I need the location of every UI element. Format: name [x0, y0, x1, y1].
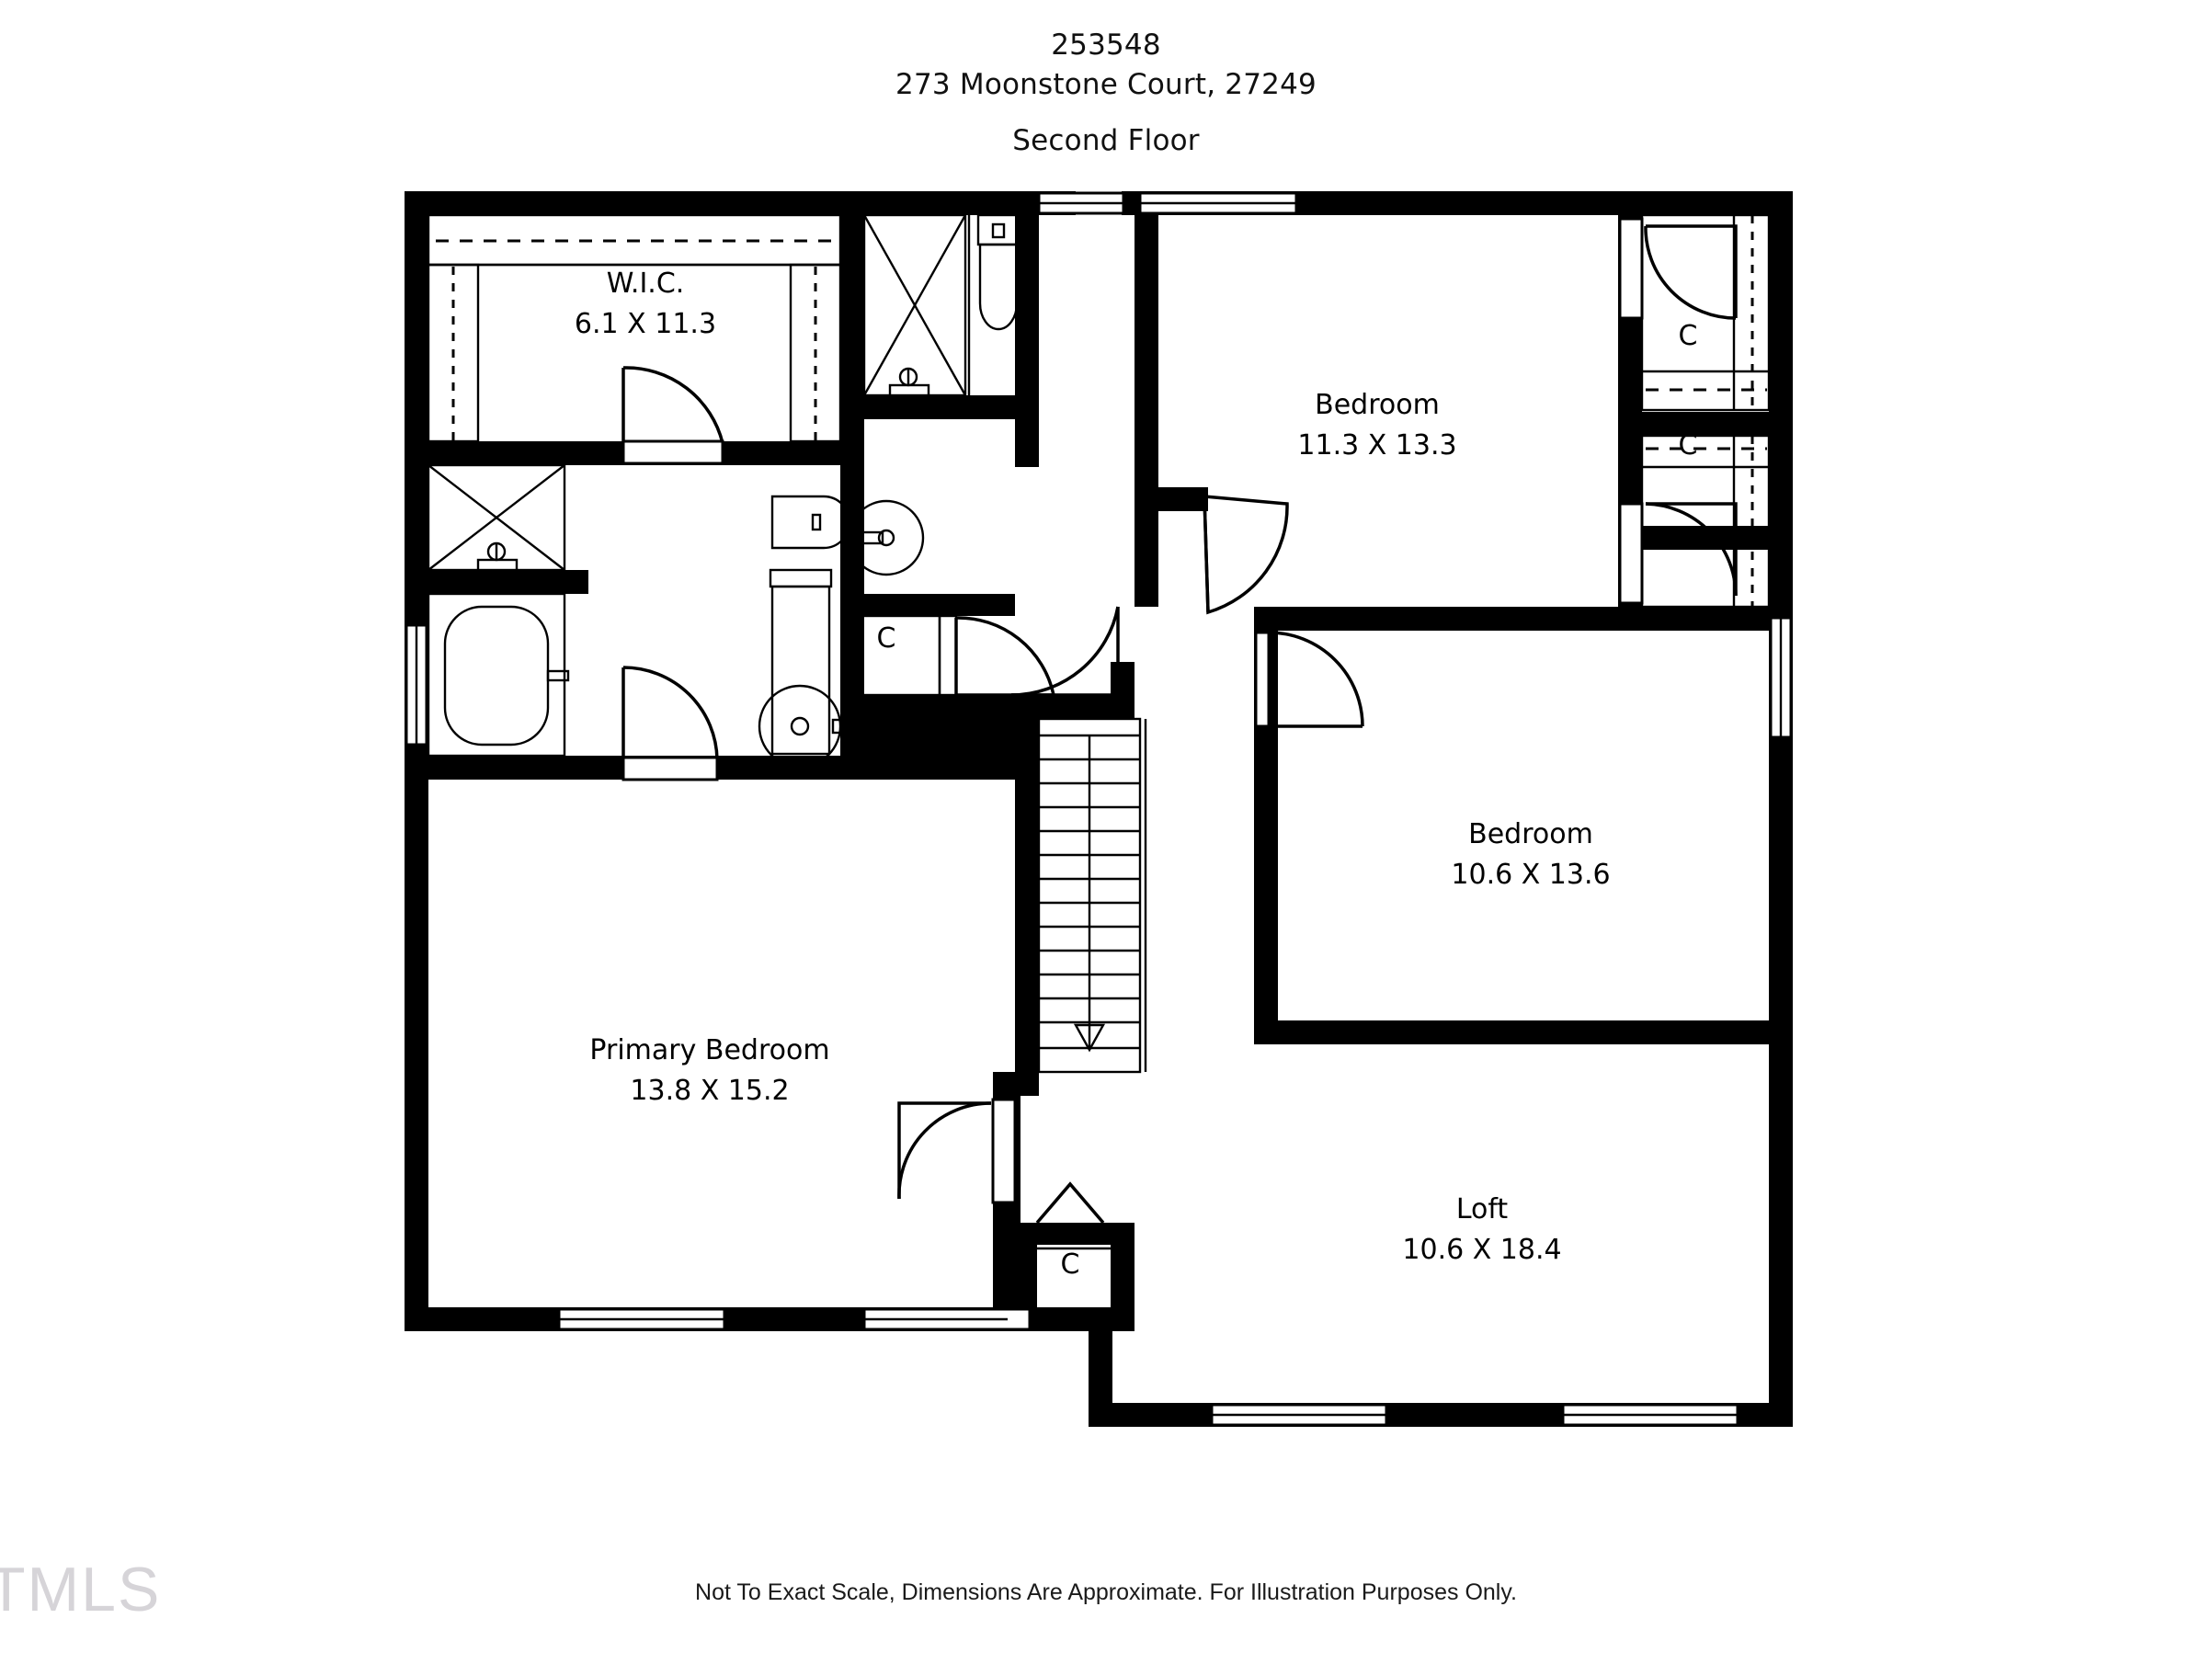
sink-vanity-a [758, 495, 862, 769]
page-header: 253548 273 Moonstone Court, 27249 Second… [0, 26, 2212, 160]
windows [405, 191, 1793, 1427]
room-dim-loft: 10.6 X 18.4 [1402, 1234, 1561, 1266]
toilet-upper [976, 213, 1020, 331]
door-primary-bath [621, 666, 719, 781]
room-name-primary-bedroom: Primary Bedroom [589, 1034, 829, 1066]
door-wic [621, 366, 724, 465]
bathtub [427, 592, 570, 758]
closet-primary-hall [1035, 1181, 1111, 1250]
closet-label-upper-right: C [1679, 320, 1698, 352]
disclaimer-text: Not To Exact Scale, Dimensions Are Appro… [695, 1579, 1517, 1605]
closet-label-lower-right: C [1679, 429, 1698, 462]
hall-closet [859, 614, 958, 697]
room-dim-wic: 6.1 X 11.3 [575, 308, 716, 340]
room-dim-bedroom-2: 11.3 X 13.3 [1297, 429, 1456, 462]
door-bedroom-3 [1254, 631, 1364, 728]
room-name-loft: Loft [1456, 1193, 1509, 1225]
room-dim-primary-bedroom: 13.8 X 15.2 [630, 1075, 789, 1107]
room-name-bedroom-3: Bedroom [1468, 818, 1593, 850]
tmls-watermark: TMLS [0, 1555, 162, 1624]
shower-upper [862, 213, 971, 398]
room-dim-bedroom-3: 10.6 X 13.6 [1451, 859, 1610, 891]
door-bedroom-2 [1203, 495, 1289, 615]
closet-upper-right [1618, 213, 1771, 412]
room-name-wic: W.I.C. [607, 268, 685, 300]
staircase[interactable] [1037, 717, 1147, 1074]
mls-number: 253548 [1051, 28, 1161, 62]
closet-label-primary-hall: C [1061, 1248, 1080, 1281]
closet-labels: C C C C [877, 320, 1698, 1281]
room-name-bedroom-2: Bedroom [1315, 389, 1440, 421]
door-primary-bedroom [897, 1098, 1017, 1204]
property-address: 273 Moonstone Court, 27249 [895, 67, 1317, 101]
shower-lower [427, 463, 566, 573]
closet-lower-right [1618, 434, 1771, 609]
sink-vanity-b [848, 499, 925, 576]
room-labels: W.I.C. 6.1 X 11.3 Bedroom 11.3 X 13.3 Be… [575, 268, 1611, 1266]
closet-label-hall: C [877, 622, 896, 655]
floor-label: Second Floor [1012, 123, 1200, 157]
door-hall [1010, 606, 1120, 697]
walls [405, 191, 1793, 1427]
door-bath-hall [954, 616, 1055, 697]
stair-down-arrow [1073, 1023, 1106, 1053]
wic-room [427, 213, 842, 465]
